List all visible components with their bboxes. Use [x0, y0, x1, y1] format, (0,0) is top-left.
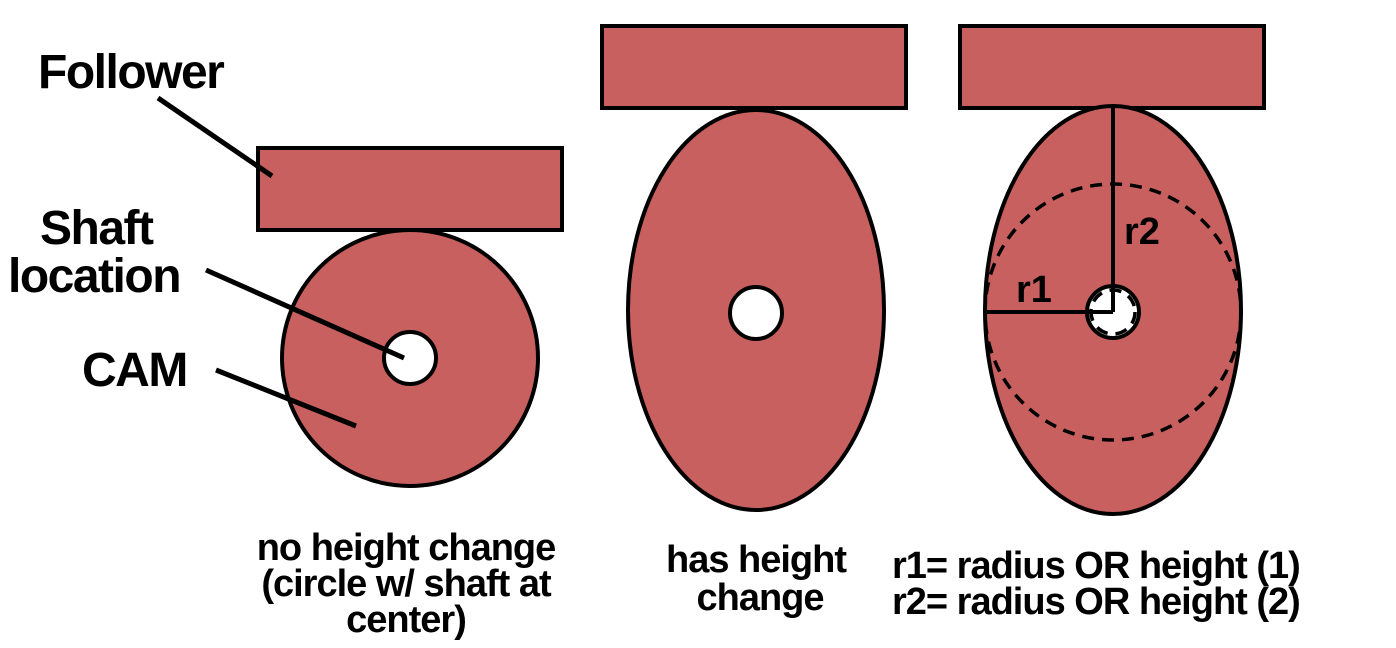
cam-label: CAM: [82, 344, 187, 397]
follower-2: [600, 24, 908, 110]
shaft-hole-2: [728, 285, 784, 341]
caption-circle-line3: center): [346, 599, 466, 641]
shaft-label-line1: Shaft: [40, 202, 154, 255]
shaft-hole-1: [382, 330, 438, 386]
follower-3: [958, 24, 1266, 110]
shaft-leader: [204, 267, 406, 361]
elliptical-cam-panel: has height change: [600, 24, 908, 619]
cam-leader: [215, 367, 357, 429]
follower-leader: [156, 95, 274, 179]
r1-label: r1: [1016, 269, 1052, 311]
follower-label: Follower: [38, 46, 224, 99]
caption-circle-line2: (circle w/ shaft at: [261, 563, 552, 605]
shaft-label-line2: location: [8, 250, 180, 303]
follower-1: [256, 146, 564, 232]
caption-ellipse-line2: change: [696, 577, 823, 619]
r2-label: r2: [1124, 211, 1160, 253]
caption-circle-line1: no height change: [257, 527, 556, 569]
caption-radii-line2: r2= radius OR height (2): [892, 581, 1300, 623]
caption-radii-line1: r1= radius OR height (1): [892, 545, 1300, 587]
caption-ellipse-line1: has height: [666, 539, 847, 581]
circular-cam-panel: Follower Shaft location CAM no height ch…: [8, 46, 564, 641]
radii-cam-panel: r1 r2 r1= radius OR height (1) r2= radiu…: [892, 24, 1301, 623]
